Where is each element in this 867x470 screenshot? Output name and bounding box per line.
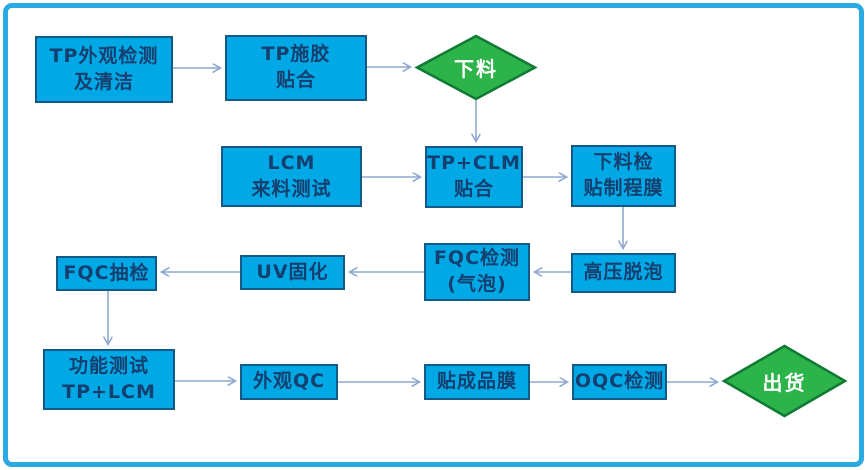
node-fqc-bubble-test: FQC检测 (气泡) (424, 243, 530, 301)
node-lcm-incoming-test: LCM 来料测试 (221, 146, 362, 207)
node-uv-curing: UV固化 (240, 255, 345, 290)
node-label: TP外观检测 及清洁 (49, 44, 159, 93)
node-label: UV固化 (256, 260, 329, 283)
node-function-test: 功能测试 TP+LCM (43, 349, 175, 410)
node-label: FQC检测 (气泡) (433, 247, 521, 295)
node-label: 功能测试 TP+LCM (62, 354, 156, 403)
node-high-pressure-defoaming: 高压脱泡 (571, 253, 676, 293)
node-tp-gluing: TP施胶 贴合 (225, 35, 367, 101)
node-label: 贴成品膜 (436, 370, 517, 393)
node-label: TP+CLM 贴合 (427, 152, 521, 200)
node-label: LCM 来料测试 (251, 151, 332, 200)
node-finished-product-film: 贴成品膜 (424, 364, 530, 400)
node-label: TP施胶 贴合 (261, 43, 331, 91)
decision-shipping: 出货 (721, 344, 848, 418)
node-label: 外观QC (252, 370, 326, 393)
diamond-shape (721, 344, 848, 418)
outer-frame-border (3, 3, 864, 467)
node-label: FQC抽检 (63, 261, 150, 284)
node-label: 下料检 贴制程膜 (583, 151, 664, 199)
node-label: 下料 (454, 57, 498, 81)
node-appearance-qc: 外观QC (240, 364, 338, 400)
node-label: OQC检测 (574, 370, 665, 393)
decision-blanking: 下料 (414, 34, 538, 101)
node-oqc-test: OQC检测 (572, 364, 667, 400)
node-label: 高压脱泡 (583, 261, 664, 284)
node-label: 出货 (762, 370, 807, 395)
node-blanking-inspection-film: 下料检 贴制程膜 (571, 145, 676, 207)
node-fqc-sampling: FQC抽检 (56, 256, 157, 291)
diamond-shape (414, 34, 538, 101)
node-tp-clm-lamination: TP+CLM 贴合 (425, 146, 523, 208)
node-tp-visual-inspection: TP外观检测 及清洁 (35, 36, 173, 103)
